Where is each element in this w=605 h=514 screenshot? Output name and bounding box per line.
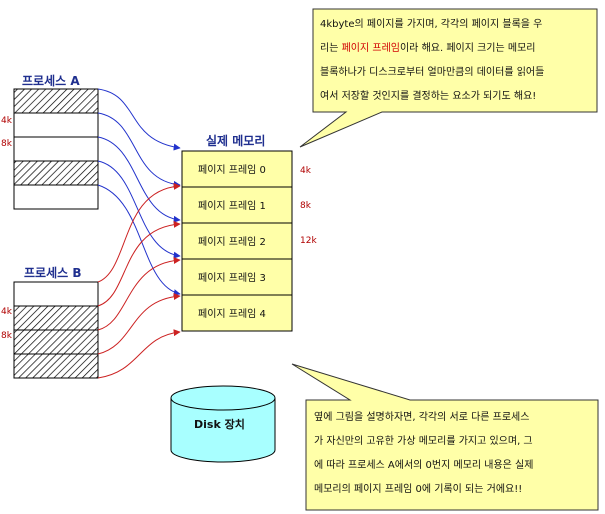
memory-title: 실제 메모리	[206, 133, 265, 148]
top-speech-bubble: 4kbyte의 페이지를 가지며, 각각의 페이지 블록을 우 리는 페이지 프…	[299, 8, 598, 148]
process-a-page-0	[13, 88, 99, 114]
process-a-page-1	[13, 112, 99, 138]
arrow-b-page2-to-frame3	[97, 256, 181, 331]
process-b-addr-4k: 4k	[1, 307, 13, 317]
process-a-mapping-arrows	[97, 88, 181, 297]
bubble-top-line-2-pre: 리는	[320, 42, 342, 54]
process-a-page-2	[13, 136, 99, 162]
memory-frame-0	[181, 150, 293, 188]
disk-device: Disk 장치	[170, 385, 276, 463]
arrow-a-page0-to-frame0	[97, 88, 181, 151]
bubble-top-line-3: 블록하나가 디스크로부터 얼마만큼의 데이터를 읽어들	[320, 65, 544, 78]
process-a-page-3	[13, 160, 99, 186]
process-a: 프로세스 A 4k 8k	[1, 73, 99, 210]
process-a-addr-4k: 4k	[1, 116, 13, 126]
arrow-a-page2-to-frame2	[97, 136, 181, 223]
memory-frame-0-label: 페이지 프레임 0	[198, 163, 266, 176]
physical-memory: 실제 메모리 페이지 프레임 0 페이지 프레임 1 페이지 프레임 2 페이지…	[181, 133, 317, 332]
memory-frame-1	[181, 186, 293, 224]
bubble-bottom-line-2: 가 자신만의 고유한 가상 메모리를 가지고 있으며, 그	[314, 435, 533, 447]
arrow-b-page1-to-frame2	[97, 220, 181, 307]
process-b: 프로세스 B 4k 8k	[1, 265, 99, 379]
disk-top	[170, 385, 276, 411]
process-b-page-4	[13, 353, 99, 379]
bubble-top-line-2: 리는 페이지 프레임이라 해요. 페이지 크기는 메모리	[320, 41, 535, 54]
bubble-top-line-2-post: 이라 해요. 페이지 크기는 메모리	[400, 41, 536, 54]
bubble-bottom-line-3: 에 따라 프로세스 A에서의 0번지 메모리 내용은 실제	[314, 459, 533, 471]
process-a-title: 프로세스 A	[22, 73, 80, 88]
process-b-addr-8k: 8k	[1, 331, 13, 341]
memory-frame-1-label: 페이지 프레임 1	[198, 199, 266, 212]
process-b-page-0	[13, 281, 99, 307]
process-a-page-4	[13, 184, 99, 210]
process-b-page-2	[13, 329, 99, 355]
bubble-top-line-1: 4kbyte의 페이지를 가지며, 각각의 페이지 블록을 우	[320, 18, 542, 30]
bubble-bottom-line-4: 메모리의 페이지 프레임 0에 기록이 되는 거에요!!	[314, 482, 522, 495]
disk-body	[170, 398, 276, 463]
bubble-top-line-4: 여서 저장할 것인지를 결정하는 요소가 되기도 해요!	[320, 89, 536, 102]
arrow-a-page4-to-frame4	[97, 184, 181, 297]
arrow-b-page3-to-frame4	[97, 293, 181, 355]
arrow-a-page3-to-frame3	[97, 160, 181, 259]
disk-label: Disk 장치	[194, 417, 245, 431]
memory-addr-4k: 4k	[300, 166, 312, 176]
memory-frame-2	[181, 222, 293, 260]
process-b-mapping-arrows	[97, 182, 181, 379]
memory-frame-4	[181, 294, 293, 332]
memory-addr-12k: 12k	[300, 236, 317, 246]
bottom-speech-bubble: 옆에 그림을 설명하자면, 각각의 서로 다른 프로세스 가 자신만의 고유한 …	[291, 363, 599, 511]
arrow-b-page0-to-frame1	[97, 182, 181, 283]
memory-frame-3-label: 페이지 프레임 3	[198, 271, 266, 284]
memory-frame-2-label: 페이지 프레임 2	[198, 235, 266, 248]
process-b-page-1	[13, 305, 99, 331]
process-b-title: 프로세스 B	[24, 265, 82, 280]
memory-addr-8k: 8k	[300, 201, 312, 211]
process-a-addr-8k: 8k	[1, 139, 13, 149]
bubble-top-highlight: 페이지 프레임	[342, 41, 400, 54]
arrow-a-page1-to-frame1	[97, 112, 181, 188]
bubble-bottom-line-1: 옆에 그림을 설명하자면, 각각의 서로 다른 프로세스	[314, 410, 529, 423]
arrow-b-page4-to-memory	[97, 329, 181, 379]
memory-frame-4-label: 페이지 프레임 4	[198, 307, 266, 320]
